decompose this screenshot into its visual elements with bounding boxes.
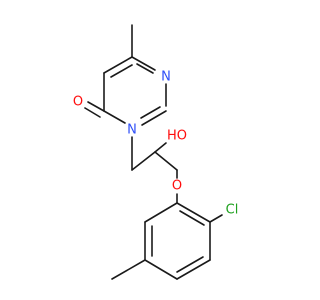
bond-ch2-choh xyxy=(131,151,156,171)
bond-c2-n3 xyxy=(141,110,167,126)
bond-choh-ch2 xyxy=(154,151,178,171)
bond-c2-cl xyxy=(209,214,223,223)
bond-choh-oh xyxy=(154,142,167,153)
atom-o-carbonyl: O xyxy=(73,95,83,110)
molecule-structure: N N O HO O Cl xyxy=(73,24,239,280)
atom-hydroxyl: HO xyxy=(167,129,187,144)
atom-n1: N xyxy=(161,70,171,85)
bond-c1-c2-double xyxy=(179,210,205,226)
bond-c6-n1-double xyxy=(136,63,154,74)
bond-c6-n1 xyxy=(131,56,156,71)
bond-c4-c5 xyxy=(144,259,178,280)
bond-c4-o-double xyxy=(84,107,101,118)
bond-c1-c2 xyxy=(176,202,211,223)
bond-c5-c6 xyxy=(103,56,133,74)
bond-n3-c4 xyxy=(103,110,126,124)
atom-n3: N xyxy=(127,123,137,138)
bond-c3-c4-double xyxy=(176,256,204,273)
bond-c4-o xyxy=(87,101,105,112)
bond-c5-c6-double xyxy=(110,64,133,78)
atom-o-ether: O xyxy=(172,179,182,194)
bond-c3-c4 xyxy=(176,259,211,280)
bond-c6-c1 xyxy=(144,202,178,223)
bond-c2-n3-double xyxy=(140,106,161,119)
bond-c5-methyl xyxy=(111,259,146,280)
atom-chlorine: Cl xyxy=(226,203,239,218)
